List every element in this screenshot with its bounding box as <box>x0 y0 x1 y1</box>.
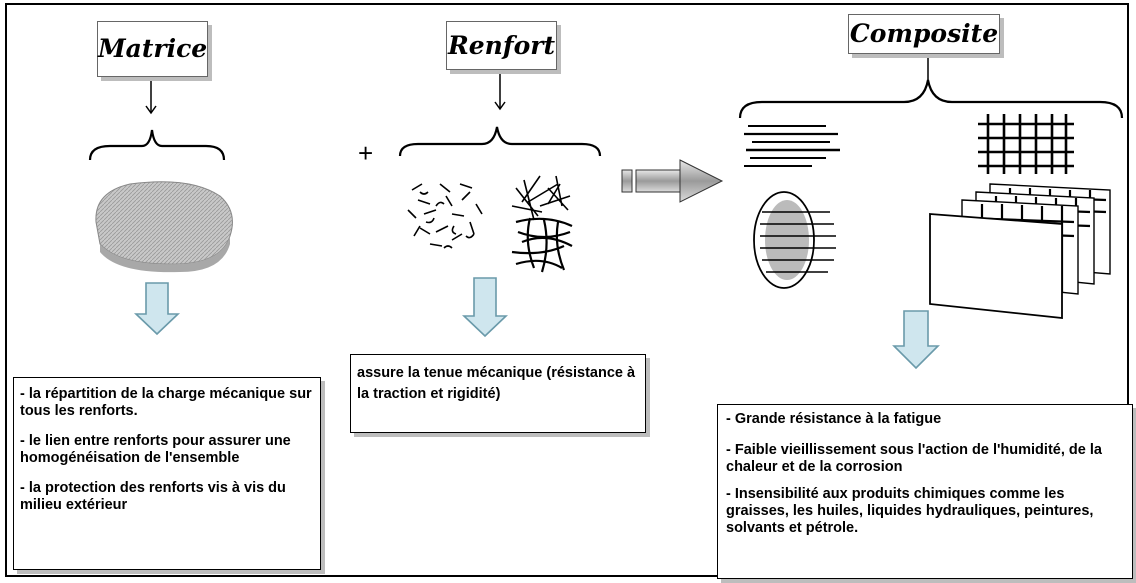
composite-property-item: - Faible vieillissement sous l'action de… <box>726 442 1102 475</box>
composite-title: Composite <box>848 14 1000 54</box>
matrice-title: Matrice <box>97 21 208 77</box>
matrice-role-item: - la protection des renforts vis à vis d… <box>20 480 286 513</box>
reinforcement-fibers-illustration <box>407 175 573 273</box>
matrice-down-arrow <box>145 78 157 115</box>
matrix-material-illustration <box>95 181 233 273</box>
composite-properties-box: - Grande résistance à la fatigue - Faibl… <box>717 404 1133 579</box>
renfort-down-arrow <box>494 70 506 111</box>
composite-property-item: - Insensibilité aux produits chimiques c… <box>726 486 1094 536</box>
laminate-plies-illustration <box>929 183 1111 320</box>
plus-sign: + <box>358 138 373 168</box>
matrice-role-item: - la répartition de la charge mécanique … <box>20 386 312 419</box>
matrice-role-item: - le lien entre renforts pour assurer un… <box>20 433 291 466</box>
matrice-result-arrow <box>134 282 180 336</box>
fiber-bundle-cross-section-illustration <box>753 191 836 289</box>
renfort-result-arrow <box>462 277 508 338</box>
matrice-role-box: - la répartition de la charge mécanique … <box>13 377 321 570</box>
woven-fabric-illustration <box>978 114 1074 174</box>
matrice-brace <box>88 129 226 161</box>
renfort-brace <box>398 126 602 157</box>
renfort-role-text: assure la tenue mécanique (résistance à … <box>357 365 636 402</box>
composite-brace <box>738 79 1124 119</box>
unidirectional-fibers-illustration <box>744 125 840 167</box>
renfort-title: Renfort <box>446 21 557 70</box>
composite-property-item: - Grande résistance à la fatigue <box>726 411 942 427</box>
composite-result-arrow <box>892 310 940 370</box>
renfort-role-box: assure la tenue mécanique (résistance à … <box>350 354 646 433</box>
transformation-arrow <box>621 159 724 203</box>
